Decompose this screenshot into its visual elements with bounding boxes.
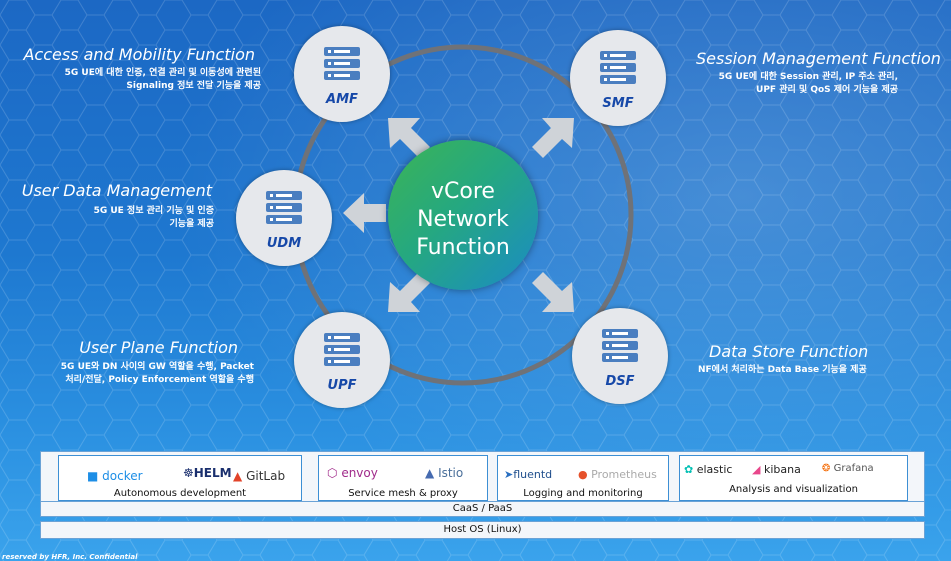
- center-line-2: Network: [417, 207, 509, 232]
- host-os-bar: Host OS (Linux): [40, 521, 925, 539]
- server-icon: [600, 51, 636, 84]
- tool-docker: ■ docker: [87, 469, 143, 483]
- arrow-to-upf: [388, 272, 430, 312]
- tool-gitlab: ▲ GitLab: [233, 469, 286, 483]
- group-analysis-visualization: ✿ elastic ◢ kibana ❂ Grafana Analysis an…: [679, 455, 908, 501]
- udm-desc: 5G UE 정보 관리 기능 및 인증 기능을 제공: [93, 206, 214, 229]
- tool-stack-panel: ■ docker ☸HELM ▲ GitLab Autonomous devel…: [40, 451, 925, 503]
- tool-kibana: ◢ kibana: [752, 463, 801, 476]
- amf-label: AMF: [326, 92, 358, 107]
- arrow-to-dsf: [532, 272, 574, 312]
- server-icon: [324, 47, 360, 80]
- tool-grafana: ❂ Grafana: [822, 463, 874, 474]
- upf-label: UPF: [327, 378, 357, 393]
- server-icon: [324, 333, 360, 366]
- caption-service-mesh: Service mesh & proxy: [348, 488, 458, 499]
- server-icon: [266, 191, 302, 224]
- amf-desc: 5G UE에 대한 인증, 연결 관리 및 이동성에 관련된 Signaling…: [64, 68, 261, 91]
- arrow-to-smf: [532, 118, 574, 158]
- arrow-to-udm: [343, 193, 386, 233]
- smf-desc: 5G UE에 대한 Session 관리, IP 주소 관리, UPF 관리 및…: [718, 72, 898, 95]
- server-icon: [602, 329, 638, 362]
- helm-wheel-icon: ☸: [183, 466, 194, 480]
- group-service-mesh: ⬡ envoy ▲ Istio Service mesh & proxy: [318, 455, 488, 501]
- center-line-3: Function: [416, 235, 510, 260]
- smf-label: SMF: [602, 96, 634, 111]
- tool-prometheus: ● Prometheus: [578, 468, 657, 481]
- dsf-title: Data Store Function: [709, 342, 869, 361]
- smf-node: SMF: [570, 30, 666, 126]
- upf-title: User Plane Function: [79, 338, 238, 357]
- dsf-label: DSF: [605, 374, 635, 389]
- dsf-desc: NF에서 처리하는 Data Base 기능을 제공: [698, 365, 867, 375]
- caption-autonomous: Autonomous development: [113, 488, 247, 499]
- group-autonomous-development: ■ docker ☸HELM ▲ GitLab Autonomous devel…: [58, 455, 302, 501]
- caas-paas-bar: CaaS / PaaS: [40, 501, 925, 517]
- gitlab-fox-icon: ▲: [233, 469, 243, 483]
- smf-title: Session Management Function: [696, 49, 941, 68]
- udm-node: UDM: [236, 170, 332, 266]
- tool-helm: ☸HELM: [183, 466, 232, 480]
- docker-whale-icon: ■: [87, 469, 99, 483]
- caption-logging: Logging and monitoring: [523, 488, 643, 499]
- amf-node: AMF: [294, 26, 390, 122]
- vcore-center: vCore Network Function: [388, 140, 538, 290]
- envoy-hex-icon: ⬡: [327, 466, 338, 480]
- tool-istio: ▲ Istio: [425, 466, 464, 480]
- arrow-to-amf: [388, 118, 430, 158]
- group-logging-monitoring: ➤fluentd ● Prometheus Logging and monito…: [497, 455, 669, 501]
- udm-label: UDM: [266, 236, 302, 251]
- kibana-logo-icon: ◢: [752, 463, 761, 476]
- upf-node: UPF: [294, 312, 390, 408]
- confidential-footer: reserved by HFR, Inc. Confidential: [2, 553, 138, 561]
- prometheus-flame-icon: ●: [578, 468, 588, 481]
- fluentd-bird-icon: ➤: [504, 468, 514, 481]
- elastic-logo-icon: ✿: [684, 463, 694, 476]
- upf-desc: 5G UE와 DN 사이의 GW 역할을 수행, Packet 처리/전달, P…: [60, 362, 254, 385]
- tool-fluentd: ➤fluentd: [504, 468, 553, 481]
- dsf-node: DSF: [572, 308, 668, 404]
- caption-analysis: Analysis and visualization: [729, 484, 858, 495]
- tool-elastic: ✿ elastic: [684, 463, 733, 476]
- istio-sail-icon: ▲: [425, 466, 435, 480]
- center-line-1: vCore: [431, 179, 495, 204]
- udm-title: User Data Management: [21, 181, 212, 200]
- amf-title: Access and Mobility Function: [23, 45, 255, 64]
- tool-envoy: ⬡ envoy: [327, 466, 378, 480]
- grafana-logo-icon: ❂: [822, 463, 831, 474]
